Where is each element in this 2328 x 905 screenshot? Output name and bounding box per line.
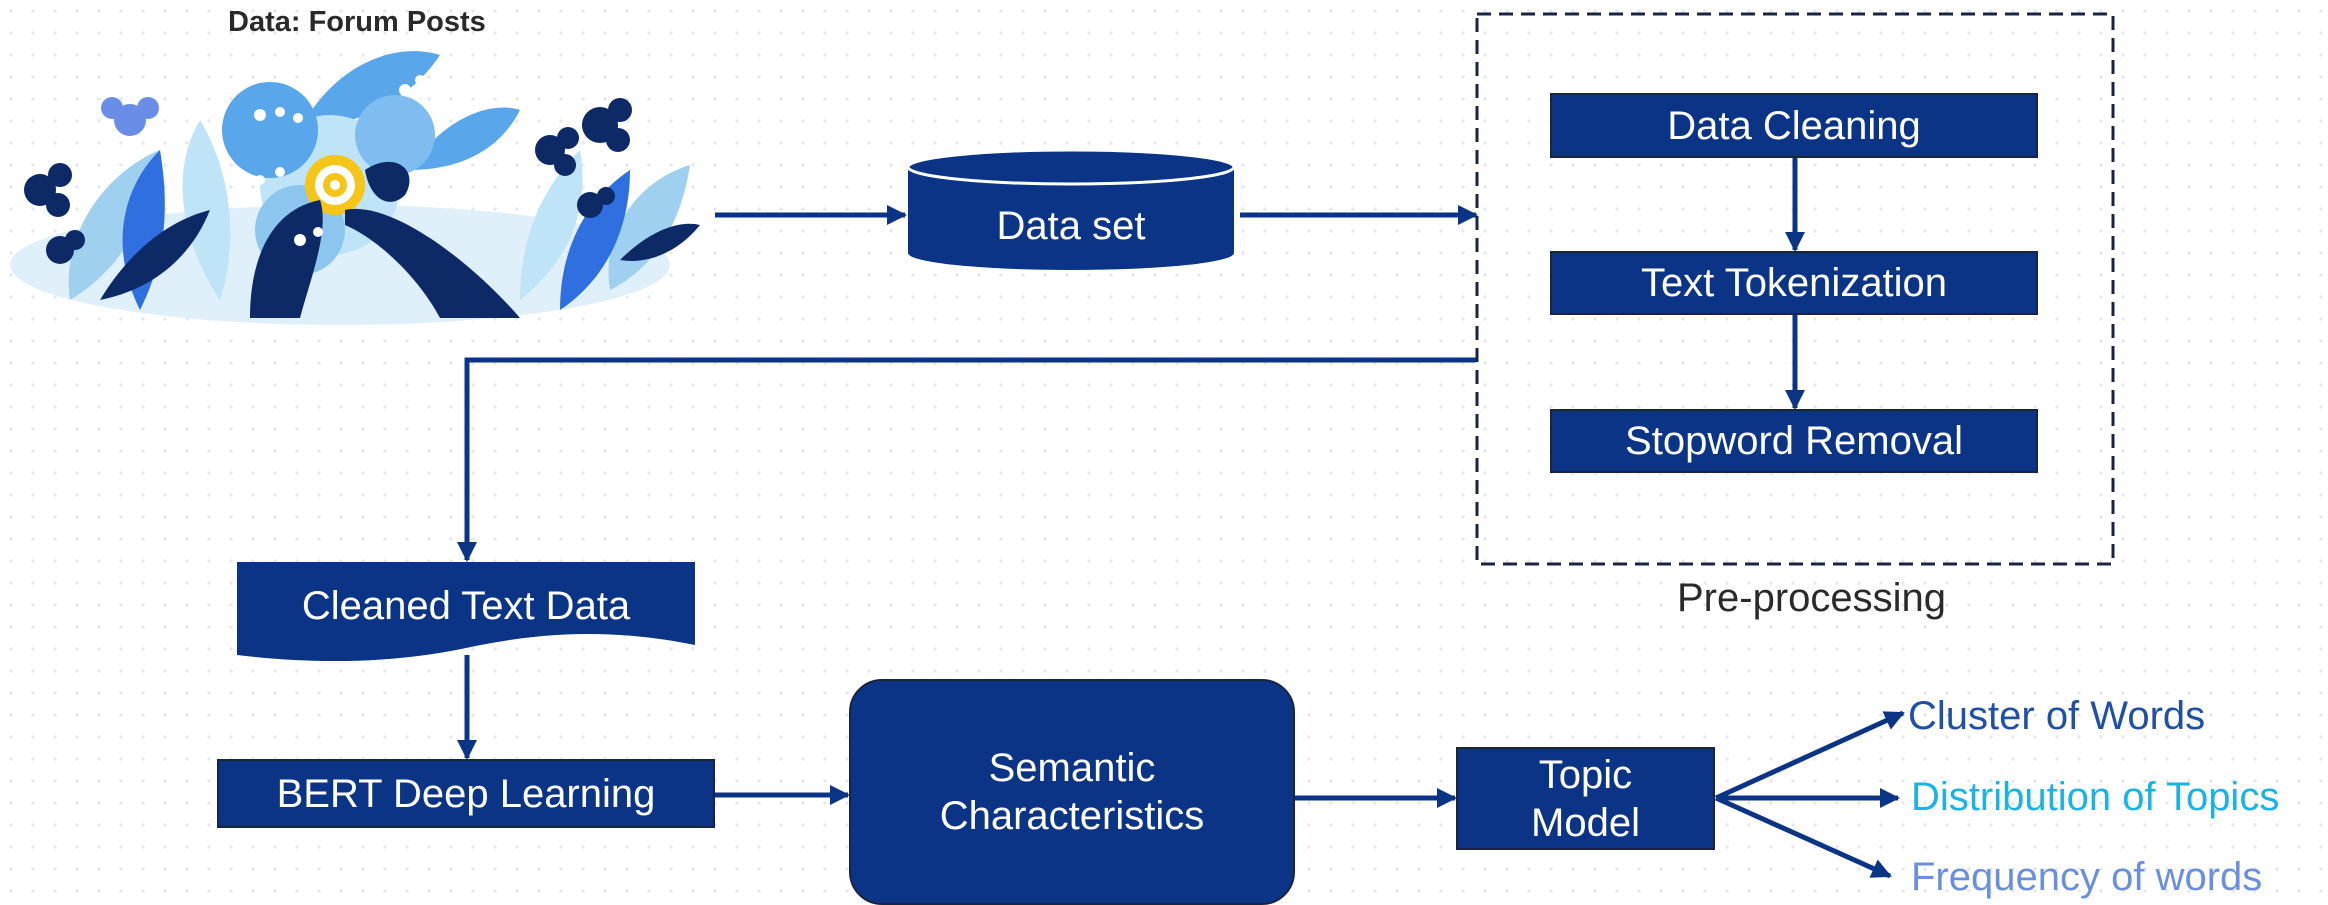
output-cluster-of-words: Cluster of Words — [1908, 694, 2206, 738]
semantic-line-1: Semantic — [988, 746, 1156, 790]
tokenization-shape — [1550, 251, 2038, 315]
arrow-topic-to-cluster — [1714, 710, 1905, 801]
stopword-removal-shape — [1550, 409, 2038, 473]
dataset-node-shape — [906, 148, 1236, 270]
output-frequency-of-words: Frequency of words — [1911, 855, 2263, 899]
connectors — [457, 157, 1905, 879]
bert-node: BERT Deep Learning — [276, 771, 656, 816]
stopword-removal-node: Stopword Removal — [1625, 419, 1963, 463]
cleaned-text-node: Cleaned Text Data — [301, 584, 631, 628]
topic-model-shape — [1456, 747, 1715, 850]
forum-posts-illustration — [10, 51, 700, 325]
semantic-characteristics-node: Semantic Characteristics — [850, 680, 1294, 904]
data-cleaning-node: Data Cleaning — [1667, 103, 1921, 148]
data-cleaning-shape — [1550, 93, 2038, 158]
dataset-node: Data set — [996, 204, 1146, 248]
semantic-line-2: Characteristics — [939, 794, 1205, 838]
bert-shape — [217, 759, 715, 828]
arrow-topic-to-frequency — [1714, 795, 1892, 879]
preprocessing-group-border — [1475, 12, 2115, 566]
topic-line-1: Topic — [1538, 752, 1633, 797]
cleaned-text-shape — [237, 562, 695, 662]
output-distribution-of-topics: Distribution of Topics — [1911, 775, 2280, 819]
semantic-shape — [849, 679, 1295, 905]
topic-line-2: Model — [1531, 800, 1640, 845]
arrow-preprocessing-to-cleaned-text — [457, 357, 1476, 562]
preprocessing-label: Pre-processing — [1677, 576, 1947, 620]
source-label: Data: Forum Posts — [228, 6, 486, 38]
topic-model-node: Topic Model — [1457, 748, 1714, 849]
tokenization-node: Text Tokenization — [1640, 261, 1948, 305]
